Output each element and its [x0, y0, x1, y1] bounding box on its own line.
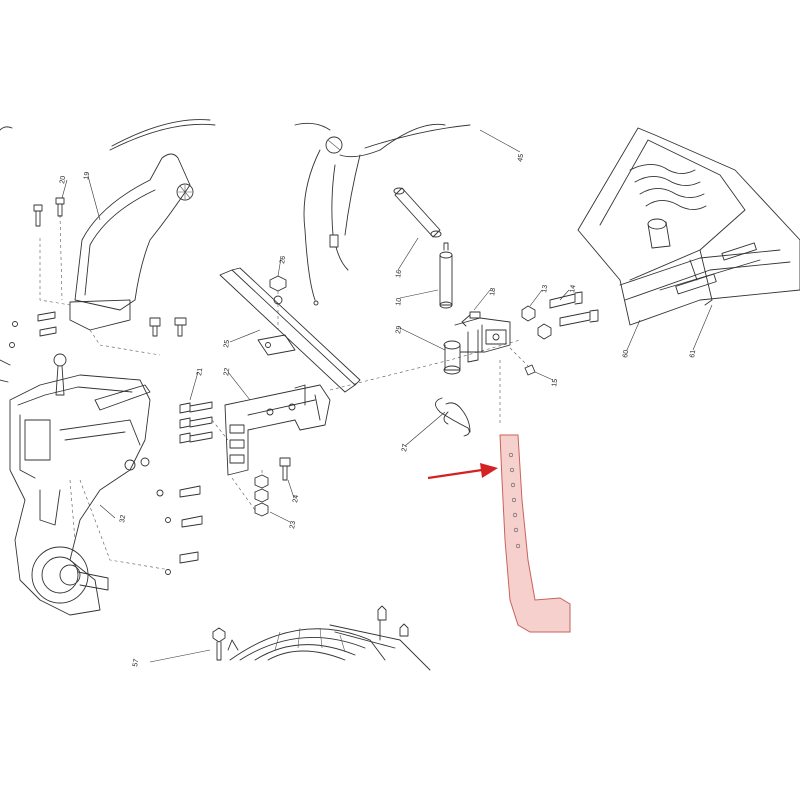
callout-21: 21	[196, 367, 204, 376]
callout-26: 26	[279, 255, 287, 264]
callout-18: 18	[489, 287, 497, 296]
nuts-part-13	[521, 305, 552, 340]
callout-57: 57	[132, 658, 140, 667]
callout-16: 16	[395, 269, 403, 278]
callout-leaders	[61, 129, 713, 663]
callout-32: 32	[119, 514, 127, 523]
rod-part-10	[439, 242, 453, 309]
callout-27: 27	[401, 443, 409, 452]
shield-part-19	[39, 153, 194, 356]
pointer-arrow	[427, 463, 498, 480]
callout-24: 24	[292, 494, 300, 503]
hinge-part-29	[443, 317, 511, 375]
callout-45: 45	[517, 153, 525, 162]
pin-part-16	[393, 187, 442, 238]
fastener-set-left	[9, 311, 203, 575]
bracket-part-22	[224, 384, 331, 476]
highlighted-tine	[499, 434, 571, 633]
callout-22: 22	[223, 367, 231, 376]
callout-25: 25	[223, 339, 231, 348]
housing-part-60	[577, 127, 800, 326]
centerline	[329, 339, 521, 391]
callout-13: 13	[541, 284, 549, 293]
rotor-guard	[227, 605, 431, 671]
callout-23: 23	[289, 520, 297, 529]
callout-10: 10	[395, 297, 403, 306]
callout-14: 14	[569, 284, 577, 293]
bar-part-25	[219, 267, 361, 393]
bolt-part-15	[509, 347, 536, 376]
gearbox-assembly	[0, 353, 171, 616]
callout-19: 19	[83, 171, 91, 180]
bolt-part-20	[33, 197, 65, 227]
callout-61: 61	[689, 349, 697, 358]
callout-15: 15	[551, 378, 559, 387]
bolt-part-24	[279, 457, 291, 481]
spring-clip-part-27	[435, 397, 471, 437]
bolts-part-14	[549, 291, 599, 327]
nuts-part-23	[231, 470, 269, 517]
bolt-part-57	[212, 627, 226, 661]
callout-20: 20	[59, 175, 67, 184]
callout-29: 29	[395, 325, 403, 334]
cable-part-45	[294, 122, 471, 306]
callout-labels: 20 19 26 25 21 22 24 23 32 57 16 10 18 2…	[59, 153, 697, 667]
top-guard-arc	[0, 119, 216, 151]
callout-60: 60	[622, 349, 630, 358]
bolts-part-21	[179, 401, 229, 444]
